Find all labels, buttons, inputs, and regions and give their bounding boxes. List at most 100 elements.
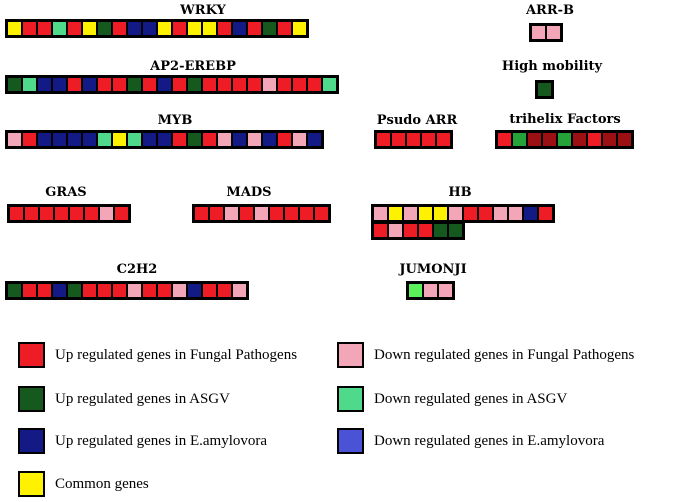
- gene-cell-ap2-erebp: [277, 77, 292, 92]
- gene-cell-gras: [99, 206, 114, 221]
- legend-item-up-eamylovora: Up regulated genes in E.amylovora: [18, 428, 267, 454]
- gene-cell-ap2-erebp: [247, 77, 262, 92]
- gene-cell-ap2-erebp: [187, 77, 202, 92]
- strip-mads: [192, 204, 331, 223]
- gene-cell-wrky: [217, 21, 232, 36]
- gene-cell-myb: [22, 132, 37, 147]
- legend-swatch-common: [18, 471, 45, 497]
- gene-cell-hb: [448, 223, 463, 238]
- gene-cell-ap2-erebp: [172, 77, 187, 92]
- legend-swatch-up-fungal: [18, 342, 45, 368]
- gene-cell-wrky: [142, 21, 157, 36]
- gene-cell-ap2-erebp: [67, 77, 82, 92]
- gene-cell-hb: [463, 206, 478, 221]
- gene-cell-ap2-erebp: [112, 77, 127, 92]
- gene-cell-gras: [69, 206, 84, 221]
- gene-cell-c2h2: [82, 283, 97, 298]
- gene-cell-jumonji: [438, 283, 453, 298]
- gene-cell-mads: [209, 206, 224, 221]
- gene-cell-c2h2: [172, 283, 187, 298]
- gene-cell-ap2-erebp: [82, 77, 97, 92]
- gene-cell-hb: [538, 206, 553, 221]
- gene-cell-myb: [127, 132, 142, 147]
- gene-cell-c2h2: [157, 283, 172, 298]
- gene-cell-mads: [314, 206, 329, 221]
- gene-cell-trihelix: [512, 132, 527, 147]
- gene-cell-c2h2: [217, 283, 232, 298]
- gene-cell-ap2-erebp: [322, 77, 337, 92]
- gene-cell-myb: [202, 132, 217, 147]
- legend-swatch-up-asgv: [18, 386, 45, 412]
- gene-cell-mads: [239, 206, 254, 221]
- title-hb: HB: [448, 185, 472, 200]
- gene-cell-myb: [292, 132, 307, 147]
- gene-cell-mads: [299, 206, 314, 221]
- gene-cell-gras: [24, 206, 39, 221]
- gene-cell-hb: [433, 223, 448, 238]
- gene-cell-ap2-erebp: [7, 77, 22, 92]
- gene-cell-wrky: [82, 21, 97, 36]
- gene-cell-ap2-erebp: [292, 77, 307, 92]
- gene-cell-wrky: [262, 21, 277, 36]
- gene-cell-hb: [373, 206, 388, 221]
- gene-cell-wrky: [112, 21, 127, 36]
- gene-cell-mads: [269, 206, 284, 221]
- gene-cell-hb: [373, 223, 388, 238]
- legend-swatch-down-fungal: [337, 342, 364, 368]
- gene-cell-wrky: [127, 21, 142, 36]
- title-high-mobility: High mobility: [501, 59, 603, 74]
- gene-cell-myb: [307, 132, 322, 147]
- gene-cell-ap2-erebp: [307, 77, 322, 92]
- gene-cell-jumonji: [408, 283, 423, 298]
- gene-cell-ap2-erebp: [127, 77, 142, 92]
- title-gras: GRAS: [45, 185, 87, 200]
- legend-item-down-asgv: Down regulated genes in ASGV: [337, 386, 567, 412]
- gene-cell-trihelix: [617, 132, 632, 147]
- strip-high-mobility: [535, 80, 554, 99]
- gene-cell-c2h2: [52, 283, 67, 298]
- title-wrky: WRKY: [180, 3, 226, 18]
- gene-cell-hb: [403, 223, 418, 238]
- gene-cell-wrky: [67, 21, 82, 36]
- strip-gras: [7, 204, 131, 223]
- title-psudo-arr: Psudo ARR: [376, 113, 458, 128]
- gene-cell-psudo-arr: [406, 132, 421, 147]
- gene-cell-c2h2: [142, 283, 157, 298]
- gene-cell-hb: [388, 223, 403, 238]
- gene-cell-myb: [172, 132, 187, 147]
- legend-item-up-fungal: Up regulated genes in Fungal Pathogens: [18, 342, 297, 368]
- legend-label-down-fungal: Down regulated genes in Fungal Pathogens: [374, 346, 635, 363]
- gene-cell-ap2-erebp: [37, 77, 52, 92]
- gene-cell-myb: [82, 132, 97, 147]
- gene-cell-myb: [262, 132, 277, 147]
- gene-cell-ap2-erebp: [262, 77, 277, 92]
- gene-cell-wrky: [247, 21, 262, 36]
- legend-swatch-down-asgv: [337, 386, 364, 412]
- gene-cell-jumonji: [423, 283, 438, 298]
- strip-myb: [5, 130, 324, 149]
- title-trihelix: trihelix Factors: [509, 112, 621, 127]
- gene-cell-ap2-erebp: [22, 77, 37, 92]
- strip-psudo-arr: [374, 130, 453, 149]
- legend-item-common: Common genes: [18, 471, 149, 497]
- gene-cell-myb: [232, 132, 247, 147]
- gene-cell-wrky: [172, 21, 187, 36]
- gene-cell-hb: [403, 206, 418, 221]
- gene-cell-gras: [9, 206, 24, 221]
- gene-cell-c2h2: [112, 283, 127, 298]
- strip-jumonji: [406, 281, 455, 300]
- gene-cell-wrky: [292, 21, 307, 36]
- legend-swatch-up-eamylovora: [18, 428, 45, 454]
- gene-cell-psudo-arr: [391, 132, 406, 147]
- gene-cell-hb: [433, 206, 448, 221]
- gene-cell-myb: [247, 132, 262, 147]
- gene-cell-wrky: [37, 21, 52, 36]
- gene-cell-hb: [508, 206, 523, 221]
- gene-cell-c2h2: [22, 283, 37, 298]
- legend-label-up-fungal: Up regulated genes in Fungal Pathogens: [55, 346, 298, 363]
- title-jumonji: JUMONJI: [399, 262, 467, 277]
- gene-cell-hb: [523, 206, 538, 221]
- gene-cell-gras: [39, 206, 54, 221]
- gene-cell-myb: [277, 132, 292, 147]
